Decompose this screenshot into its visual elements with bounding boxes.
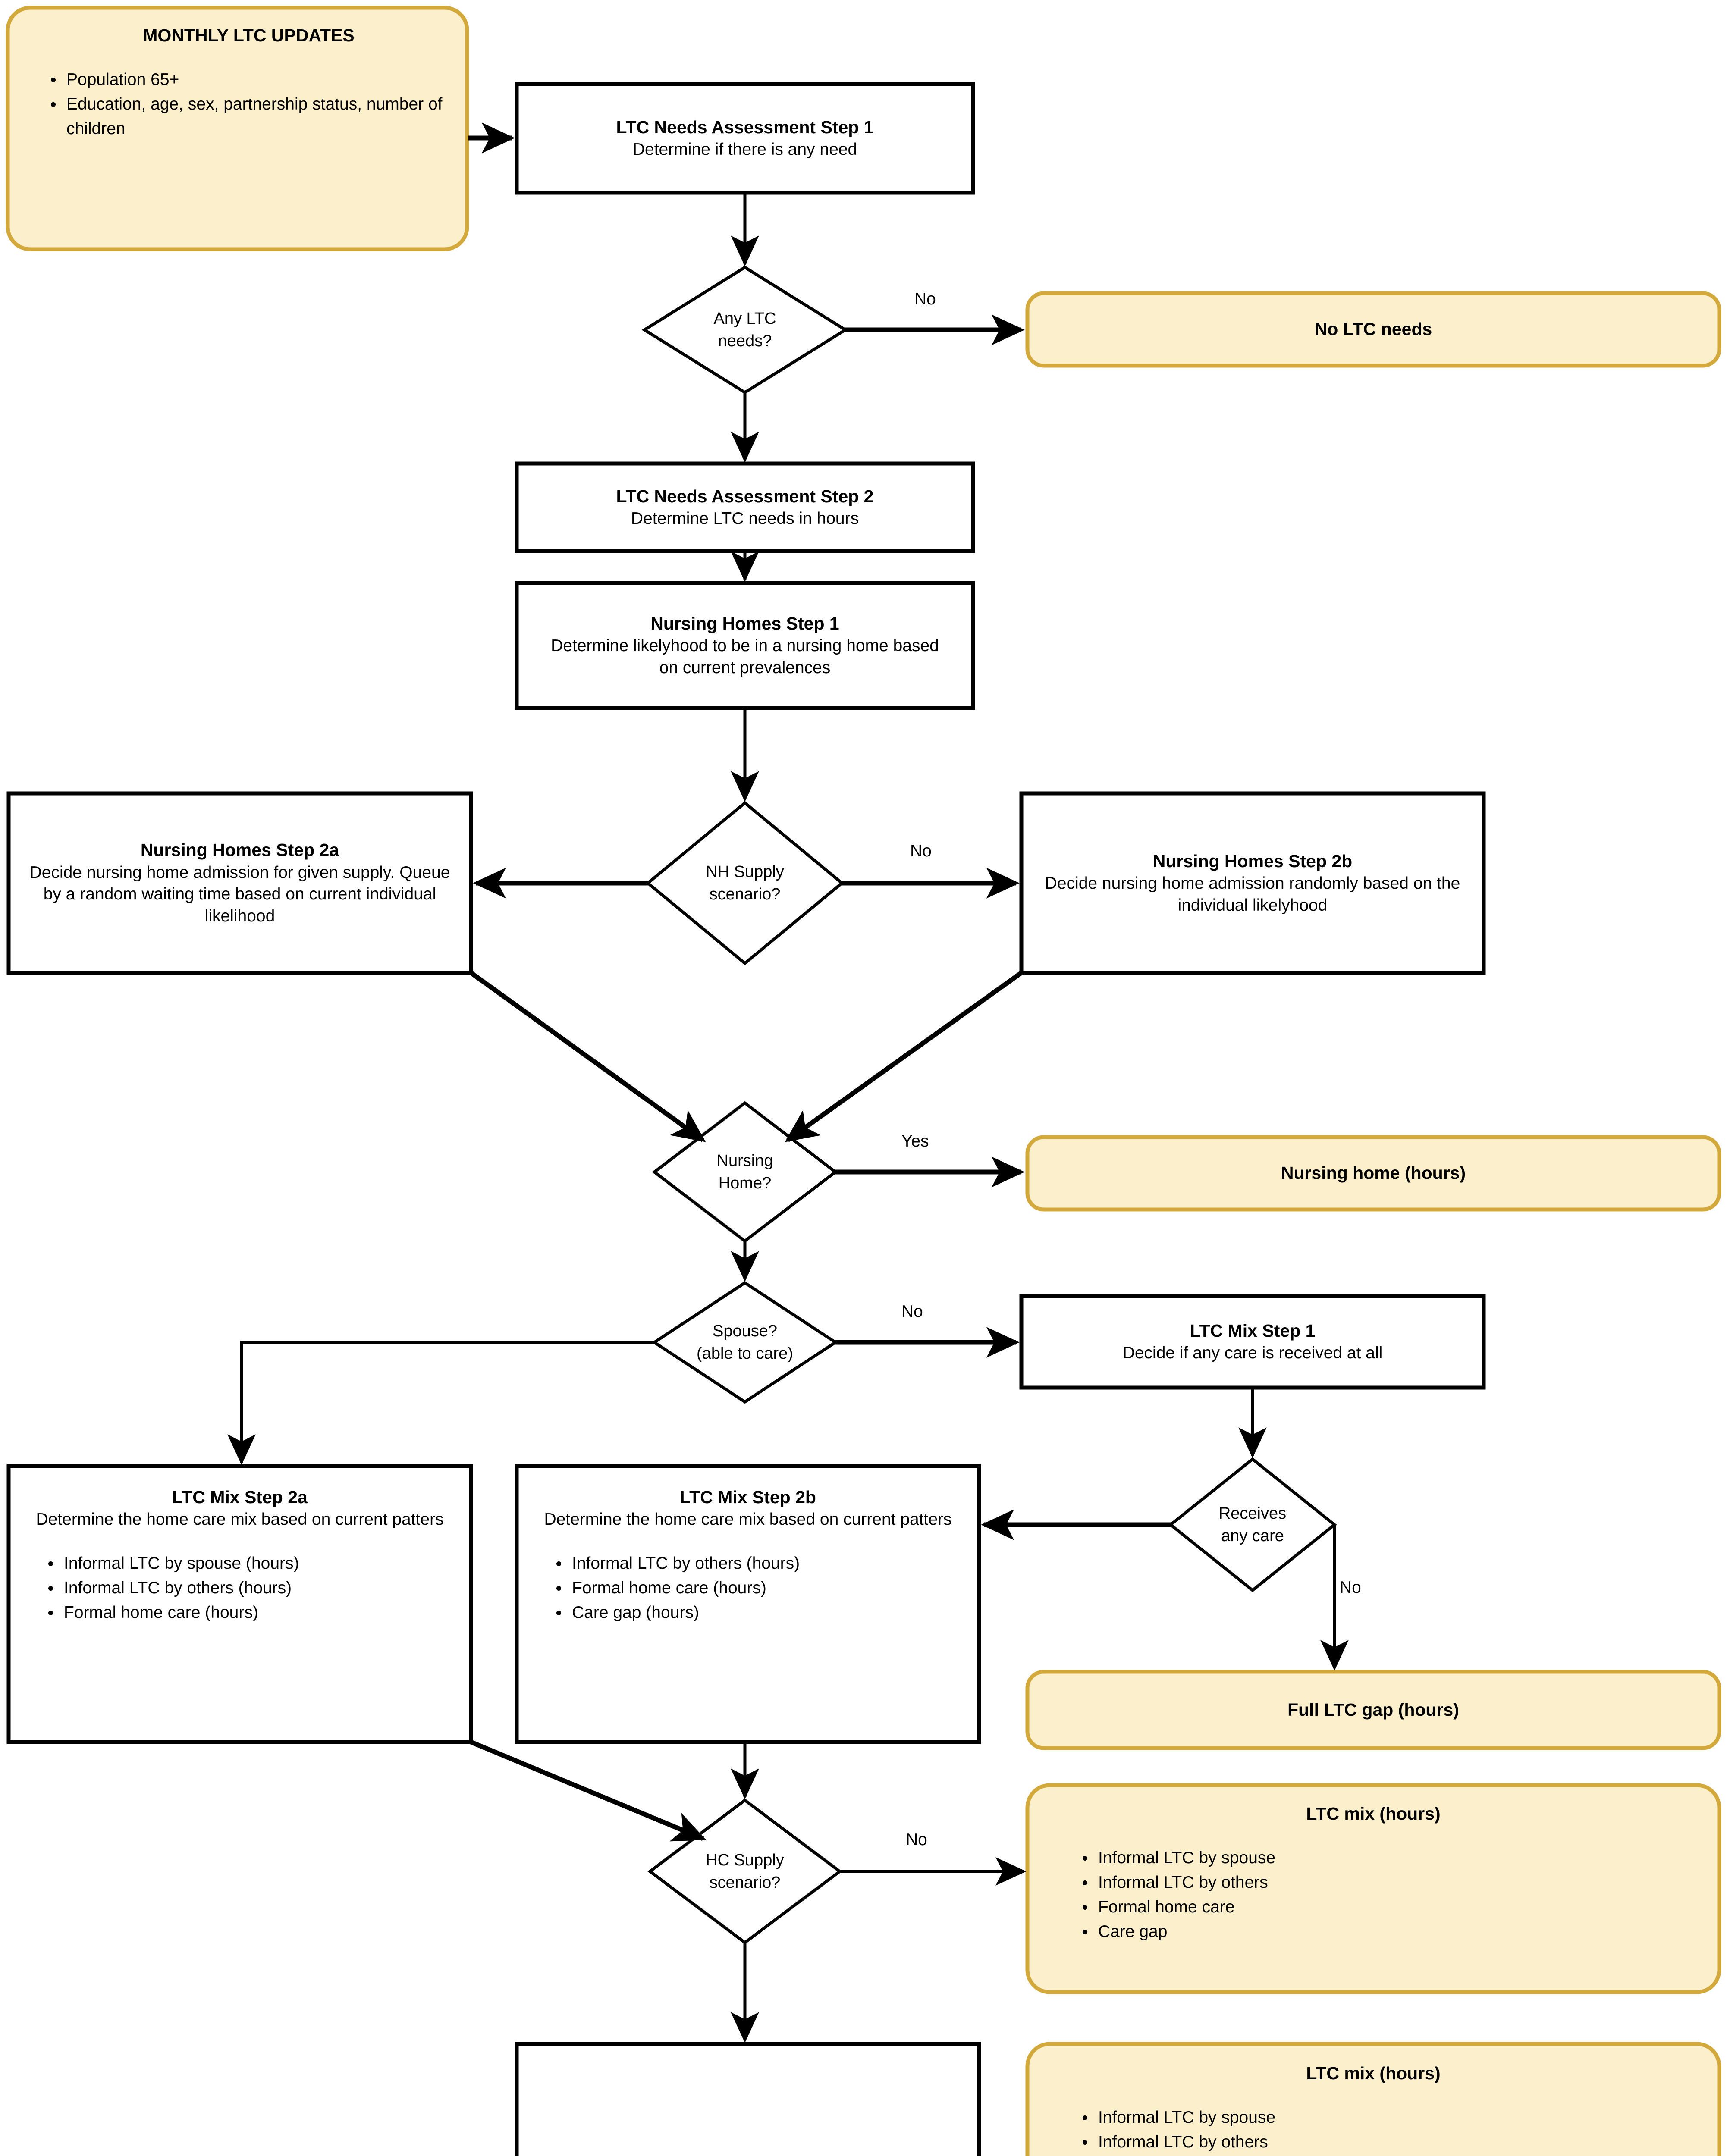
mix-step1-body: Decide if any care is received at all	[1122, 1344, 1383, 1363]
node-mix-step1: LTC Mix Step 1 Decide if any care is rec…	[1021, 1296, 1484, 1388]
list-item: Formal home care (hours)	[553, 1576, 971, 1601]
shape-needs-step1	[515, 82, 975, 195]
mix-step2a-bullets: Informal LTC by spouse (hours) Informal …	[16, 1551, 463, 1625]
ltc-mix-simple-title: LTC mix (hours)	[1306, 1804, 1441, 1824]
shape-monthly-updates	[6, 6, 469, 251]
node-mix-step3: LTC Mix Step 3 Determine the home care m…	[517, 2044, 979, 2156]
node-needs-step1: LTC Needs Assessment Step 1 Determine if…	[517, 84, 973, 193]
shape-needs-step2	[515, 461, 975, 553]
edge-label-nh-supply-no: No	[910, 842, 932, 860]
list-item: Informal LTC by others (hours)	[553, 1551, 971, 1576]
list-item: Care gap	[1079, 1920, 1719, 1944]
shape-mix-step2a	[6, 1464, 473, 1744]
list-item: Informal LTC by others (hours)	[45, 1576, 463, 1601]
list-item: Informal LTC by others	[1079, 1871, 1719, 1895]
no-ltc-needs-title: No LTC needs	[1314, 319, 1432, 339]
mix-step2a-title: LTC Mix Step 2a	[172, 1487, 308, 1507]
mix-step2b-bullets: Informal LTC by others (hours) Formal ho…	[524, 1551, 971, 1625]
ltc-mix-full-bullets: Informal LTC by spouse Informal LTC by o…	[1027, 2106, 1719, 2156]
node-ltc-mix-full: LTC mix (hours) Informal LTC by spouse I…	[1027, 2044, 1719, 2156]
list-item: Education, age, sex, partnership status,…	[47, 92, 456, 141]
nh-step1-body: Determine likelyhood to be in a nursing …	[551, 636, 939, 677]
nh-step1-title: Nursing Homes Step 1	[650, 613, 839, 633]
node-full-gap: Full LTC gap (hours)	[1027, 1672, 1719, 1748]
node-nursing-home-out: Nursing home (hours)	[1027, 1137, 1719, 1210]
full-gap-title: Full LTC gap (hours)	[1287, 1699, 1459, 1720]
needs-step1-title: LTC Needs Assessment Step 1	[616, 117, 874, 137]
nh-step2a-body: Decide nursing home admission for given …	[29, 863, 450, 925]
ltc-mix-simple-bullets: Informal LTC by spouse Informal LTC by o…	[1027, 1846, 1719, 1944]
needs-step2-title: LTC Needs Assessment Step 2	[616, 486, 874, 506]
shape-nh-step2a	[6, 791, 473, 975]
connector-group-thick	[468, 122, 1171, 1842]
list-item: Informal LTC by spouse	[1079, 2106, 1719, 2130]
needs-step1-body: Determine if there is any need	[632, 140, 857, 159]
list-item: Informal LTC by spouse	[1079, 1846, 1719, 1871]
list-item: Population 65+	[47, 68, 456, 92]
shape-ltc-mix-full	[1025, 2042, 1721, 2156]
edge-label-receives-no: No	[1340, 1578, 1361, 1597]
node-mix-step2b: LTC Mix Step 2b Determine the home care …	[517, 1466, 979, 1742]
needs-step2-body: Determine LTC needs in hours	[631, 509, 859, 528]
monthly-updates-bullets: Population 65+ Education, age, sex, part…	[19, 68, 456, 141]
ltc-mix-full-title: LTC mix (hours)	[1306, 2063, 1441, 2083]
list-item: Formal home care	[1079, 1895, 1719, 1920]
shape-nh-supply	[645, 801, 845, 965]
shape-full-gap	[1025, 1670, 1721, 1750]
shape-mix-step3	[515, 2042, 981, 2156]
mix-step3-title: LTC Mix Step 3	[685, 2154, 811, 2156]
nh-step2b-body: Decide nursing home admission randomly b…	[1045, 874, 1460, 915]
shape-mix-step1	[1019, 1294, 1486, 1390]
shape-nursing-home-out	[1025, 1135, 1721, 1212]
nh-step2a-title: Nursing Homes Step 2a	[140, 840, 339, 860]
node-mix-step2a: LTC Mix Step 2a Determine the home care …	[9, 1466, 471, 1742]
list-item: Informal LTC by others	[1079, 2130, 1719, 2155]
node-nh-step1: Nursing Homes Step 1 Determine likelyhoo…	[517, 583, 973, 708]
nursing-home-out-title: Nursing home (hours)	[1281, 1163, 1466, 1183]
node-ltc-mix-simple: LTC mix (hours) Informal LTC by spouse I…	[1027, 1785, 1719, 1992]
node-monthly-updates: MONTHLY LTC UPDATES Population 65+ Educa…	[8, 8, 467, 249]
mix-step1-title: LTC Mix Step 1	[1190, 1321, 1316, 1341]
monthly-updates-title: MONTHLY LTC UPDATES	[143, 25, 355, 45]
shape-no-ltc-needs	[1025, 291, 1721, 368]
node-needs-step2: LTC Needs Assessment Step 2 Determine LT…	[517, 464, 973, 551]
node-nh-step2a: Nursing Homes Step 2a Decide nursing hom…	[9, 793, 471, 973]
node-no-ltc-needs: No LTC needs	[1027, 293, 1719, 366]
edge-2b-to-nhq	[785, 971, 1023, 1142]
edge-label-hc-supply-no: No	[906, 1830, 927, 1849]
nh-step2b-title: Nursing Homes Step 2b	[1152, 851, 1353, 871]
edge-2a-to-nhq	[469, 971, 706, 1142]
edge-label-nursing-home-yes: Yes	[901, 1132, 929, 1150]
shape-ltc-mix-simple	[1025, 1783, 1721, 1994]
mix-step2a-body: Determine the home care mix based on cur…	[36, 1510, 444, 1529]
shape-spouse-q	[651, 1281, 838, 1404]
node-spouse-q: Spouse?(able to care)	[654, 1283, 835, 1402]
edge-2a-to-hcsupply	[470, 1739, 706, 1842]
list-item: Care gap (hours)	[553, 1601, 971, 1625]
list-item: Informal LTC by spouse (hours)	[45, 1551, 463, 1576]
edge-spouse-to-2a	[227, 1341, 654, 1465]
node-nh-step2b: Nursing Homes Step 2b Decide nursing hom…	[1021, 793, 1484, 973]
spouse-q-label: Spouse?(able to care)	[697, 1322, 793, 1363]
connector-group-thin	[227, 193, 1349, 2043]
edge-label-spouse-no: No	[901, 1302, 923, 1321]
shape-receives-care	[1168, 1457, 1337, 1592]
list-item: Formal home care (hours)	[45, 1601, 463, 1625]
mix-step2b-title: LTC Mix Step 2b	[680, 1487, 816, 1507]
mix-step2b-body: Determine the home care mix based on cur…	[544, 1510, 952, 1529]
shape-mix-step2b	[515, 1464, 981, 1744]
edge-label-any-needs-no: No	[914, 290, 936, 308]
shape-nh-step2b	[1019, 791, 1486, 975]
